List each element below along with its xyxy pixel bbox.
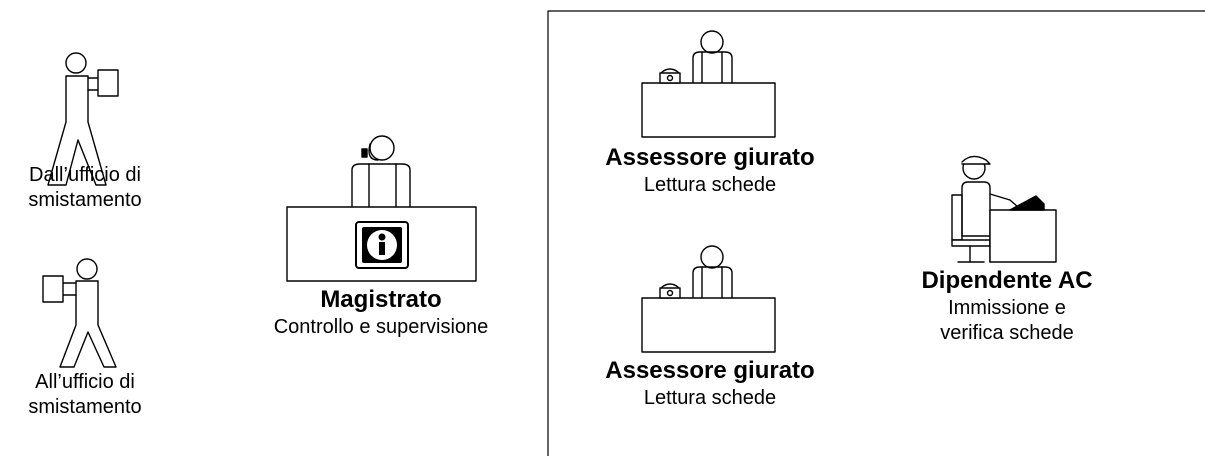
info-icon bbox=[355, 221, 409, 269]
keyboard-icon bbox=[1009, 195, 1045, 211]
employee-desk bbox=[989, 209, 1057, 263]
outgoing-label-line1: All’ufficio di bbox=[35, 371, 135, 393]
magistrate-subtitle: Controllo e supervisione bbox=[273, 316, 489, 338]
incoming-label: Dall’ufficio di smistamento bbox=[0, 163, 170, 213]
outgoing-label: All’ufficio di smistamento bbox=[0, 370, 170, 420]
magistrate-label: Magistrato Controllo e supervisione bbox=[231, 285, 531, 340]
assessor-bottom-label: Assessore giurato Lettura schede bbox=[560, 356, 860, 411]
walking-person-incoming-icon bbox=[47, 52, 119, 186]
employee-subtitle-line2: verifica schede bbox=[940, 322, 1074, 344]
employee-subtitle-line1: Immissione e bbox=[948, 297, 1066, 319]
incoming-label-line1: Dall’ufficio di bbox=[29, 164, 141, 186]
room-outline bbox=[547, 10, 1205, 456]
chair-back bbox=[951, 194, 963, 241]
incoming-label-line2: smistamento bbox=[28, 189, 142, 211]
assessor-top-desk bbox=[641, 82, 776, 138]
telephone-icon bbox=[659, 68, 681, 84]
employee-title: Dipendente AC bbox=[921, 267, 1093, 294]
assessor-bottom-subtitle: Lettura schede bbox=[643, 387, 777, 409]
employee-figure bbox=[951, 155, 1057, 263]
assessor-top-figure bbox=[641, 30, 776, 138]
assessor-bottom-desk bbox=[641, 297, 776, 353]
assessor-top-title: Assessore giurato bbox=[605, 144, 815, 171]
telephone-icon bbox=[659, 283, 681, 299]
employee-label: Dipendente AC Immissione e verifica sche… bbox=[857, 266, 1157, 346]
assessor-top-subtitle: Lettura schede bbox=[643, 174, 777, 196]
assessor-top-label: Assessore giurato Lettura schede bbox=[560, 143, 860, 198]
assessor-bottom-figure bbox=[641, 245, 776, 353]
assessor-bottom-title: Assessore giurato bbox=[605, 357, 815, 384]
walking-person-outgoing-icon bbox=[42, 258, 117, 368]
magistrate-title: Magistrato bbox=[320, 286, 442, 313]
outgoing-label-line2: smistamento bbox=[28, 396, 142, 418]
